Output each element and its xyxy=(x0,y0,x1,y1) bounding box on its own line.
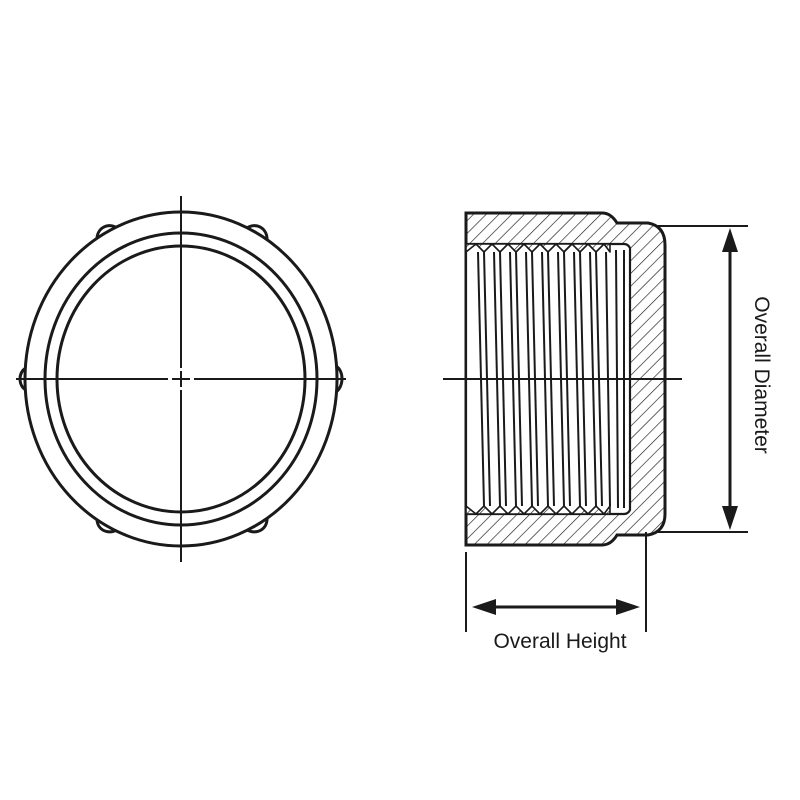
diameter-extension-lines xyxy=(656,225,748,533)
section-view xyxy=(443,211,748,632)
diameter-dimension-arrow xyxy=(722,228,738,530)
end-view xyxy=(16,196,346,562)
height-dimension-arrow xyxy=(472,599,640,615)
thread-teeth xyxy=(465,243,611,515)
overall-diameter-label: Overall Diameter xyxy=(750,296,773,454)
overall-height-label: Overall Height xyxy=(493,630,626,653)
height-extension-lines xyxy=(465,532,647,632)
end-view-centerlines xyxy=(16,196,346,562)
